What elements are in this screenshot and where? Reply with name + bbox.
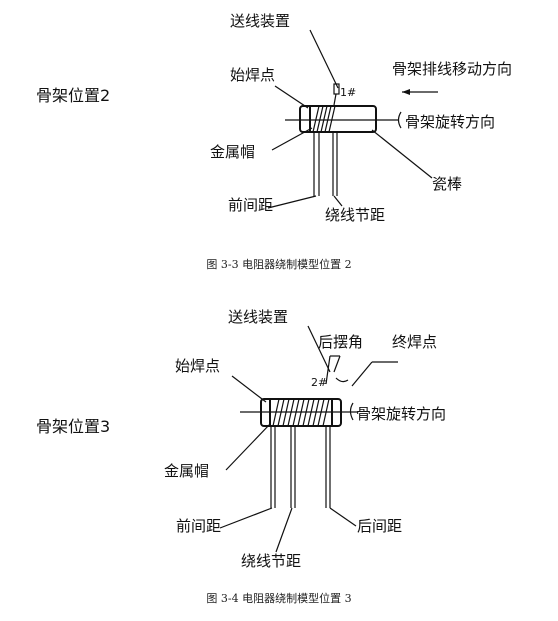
feed-device-label: 送线装置 bbox=[230, 12, 290, 30]
winding-coil-2 bbox=[272, 398, 330, 427]
swing-angle-arc bbox=[335, 377, 349, 383]
rear-swing-angle-label: 后摆角 bbox=[318, 333, 363, 351]
winding-pitch-label-2: 绕线节距 bbox=[241, 552, 301, 570]
end-weld-leader bbox=[351, 361, 373, 387]
ceramic-rod-label: 瓷棒 bbox=[432, 175, 462, 193]
feed-device-leader bbox=[309, 29, 339, 89]
caption-3-4: 图 3-4 电阻器绕制模型位置 3 bbox=[206, 591, 351, 605]
frame-position-label: 骨架位置2 bbox=[36, 86, 110, 105]
diagram-position-3: 送线装置 后摆角 终焊点 始焊点 2# 骨架位置3 骨架旋转方向 金属帽 前间距… bbox=[36, 308, 446, 605]
metal-cap-label-2: 金属帽 bbox=[164, 462, 209, 480]
start-weld-leader bbox=[274, 85, 309, 109]
ceramic-rod-leader bbox=[371, 129, 433, 179]
start-weld-label: 始焊点 bbox=[230, 66, 275, 84]
metal-cap-leader-2 bbox=[225, 423, 271, 471]
winding-coil bbox=[312, 105, 336, 133]
feed-wire bbox=[333, 93, 337, 106]
metal-cap-label: 金属帽 bbox=[210, 143, 255, 161]
rear-spacing-label: 后间距 bbox=[357, 517, 402, 535]
metal-cap-leader bbox=[271, 127, 313, 151]
end-weld-label: 终焊点 bbox=[392, 333, 437, 351]
frame-rotate-direction-label-2: 骨架旋转方向 bbox=[356, 405, 446, 423]
start-weld-label-2: 始焊点 bbox=[175, 357, 220, 375]
front-spacing-label: 前间距 bbox=[228, 196, 273, 214]
rotation-arc bbox=[397, 111, 402, 129]
feed-nozzle bbox=[333, 83, 340, 95]
winding-pitch-leader bbox=[333, 195, 343, 207]
frame-move-direction-label: 骨架排线移动方向 bbox=[392, 60, 512, 78]
wire-id-label-2: 2# bbox=[311, 376, 327, 389]
wire-id-label: 1# bbox=[340, 86, 356, 99]
nozzle-right bbox=[333, 355, 341, 373]
front-spacing-label-2: 前间距 bbox=[176, 517, 221, 535]
front-spacing-leader bbox=[267, 195, 317, 209]
feed-device-label-2: 送线装置 bbox=[228, 308, 288, 326]
winding-pitch-leader-2 bbox=[275, 507, 293, 553]
nozzle-left bbox=[325, 355, 331, 385]
rear-spacing-leader bbox=[329, 507, 357, 527]
diagram-position-2: 送线装置 骨架位置2 始焊点 骨架排线移动方向 骨架旋转方向 金属帽 瓷棒 前间… bbox=[36, 12, 512, 271]
feed-device-leader-2 bbox=[307, 325, 331, 373]
frame-position-label-2: 骨架位置3 bbox=[36, 417, 110, 436]
front-spacing-leader-2 bbox=[219, 507, 273, 529]
rotation-arc-2 bbox=[349, 402, 354, 421]
start-weld-leader-2 bbox=[231, 375, 267, 403]
frame-rotate-direction-label: 骨架旋转方向 bbox=[405, 113, 495, 131]
winding-pitch-label: 绕线节距 bbox=[325, 206, 385, 224]
caption-3-3: 图 3-3 电阻器绕制模型位置 2 bbox=[206, 257, 351, 271]
bobbin-body-2 bbox=[260, 398, 342, 427]
move-arrow-head bbox=[402, 89, 410, 95]
bobbin-body bbox=[299, 105, 377, 133]
